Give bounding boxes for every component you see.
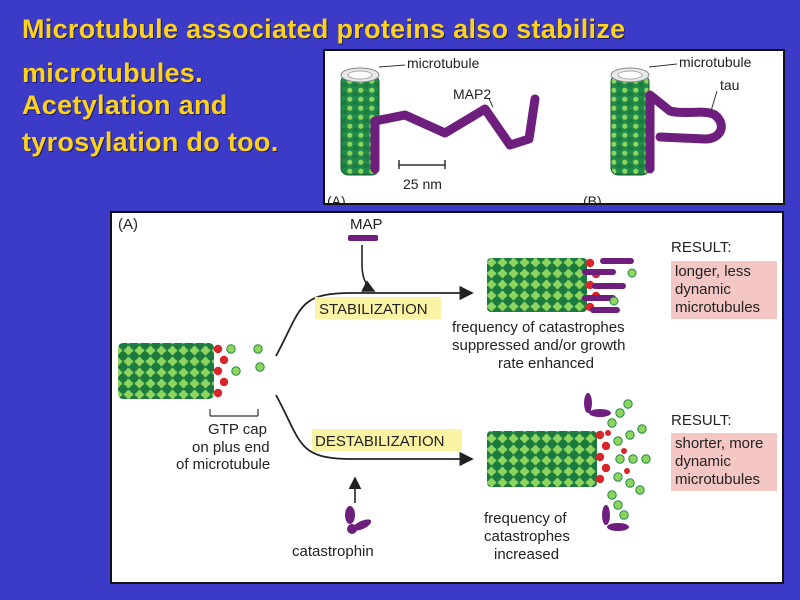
destabilized-microtubule — [487, 393, 651, 531]
panel-b-letter: (B) — [583, 193, 602, 203]
result-box-2 — [671, 433, 777, 491]
slide-title-line-4: tyrosylation do too. — [22, 127, 279, 157]
result-heading-1: RESULT: — [671, 239, 732, 256]
stabilization-highlight — [315, 297, 441, 319]
map-structure-svg: microtubule MAP2 25 nm (A) microtubule t… — [327, 54, 752, 203]
destab-caption-line-3: increased — [494, 546, 559, 563]
scale-bar — [398, 160, 446, 169]
result-heading-2: RESULT: — [671, 412, 732, 429]
slide-title-line-2: microtubules. — [22, 58, 203, 88]
gtp-cap-line-2: on plus end — [192, 439, 270, 456]
stabilization-diagram: (A) GTP cap on plus end of microtubule M… — [110, 211, 784, 584]
catastrophin-icon — [345, 506, 372, 534]
map2-label: MAP2 — [453, 86, 491, 102]
stabilized-microtubule — [487, 258, 637, 313]
result-1-line-1: longer, less — [675, 263, 751, 280]
map-arrow — [361, 245, 376, 292]
microtubule-a — [340, 67, 380, 176]
result-2-line-3: microtubules — [675, 471, 760, 488]
slide-title-line-3: Acetylation and — [22, 90, 228, 120]
microtubule-label-a: microtubule — [407, 55, 480, 71]
gtp-cap-line-3: of microtubule — [176, 456, 270, 473]
gtp-cap-line-1: GTP cap — [208, 421, 267, 438]
stabilization-svg: (A) GTP cap on plus end of microtubule M… — [118, 216, 777, 563]
microtubule-label-b: microtubule — [679, 54, 752, 70]
microtubule-b — [610, 67, 650, 176]
stab-caption-line-3: rate enhanced — [498, 355, 594, 372]
map-structure-figure: microtubule MAP2 25 nm (A) microtubule t… — [323, 49, 785, 205]
result-2-line-1: shorter, more — [675, 435, 763, 452]
stabilization-arrow — [275, 285, 474, 357]
destab-caption-line-2: catastrophes — [484, 528, 570, 545]
central-microtubule — [118, 343, 265, 399]
stab-caption-line-2: suppressed and/or growth — [452, 337, 625, 354]
tau-label: tau — [720, 77, 739, 93]
gtp-cap-bracket — [209, 409, 259, 417]
map-protein-icon — [348, 235, 378, 241]
tau-strand — [645, 90, 726, 174]
map-label: MAP — [350, 216, 383, 233]
destabilization-highlight — [312, 429, 462, 451]
result-box-1 — [671, 261, 777, 319]
map2-strand — [370, 94, 540, 174]
destabilization-arrow — [275, 394, 474, 467]
panel-a-letter: (A) — [327, 193, 346, 203]
stabilization-label: STABILIZATION — [319, 301, 428, 318]
scale-label: 25 nm — [403, 176, 442, 192]
destabilization-label: DESTABILIZATION — [315, 433, 444, 450]
result-1-line-3: microtubules — [675, 299, 760, 316]
result-1-line-2: dynamic — [675, 281, 731, 298]
catastrophin-label: catastrophin — [292, 543, 374, 560]
slide-title-line-1: Microtubule associated proteins also sta… — [22, 14, 626, 44]
stab-caption-line-1: frequency of catastrophes — [452, 319, 625, 336]
main-panel-letter: (A) — [118, 216, 138, 233]
destab-caption-line-1: frequency of — [484, 510, 567, 527]
result-2-line-2: dynamic — [675, 453, 731, 470]
